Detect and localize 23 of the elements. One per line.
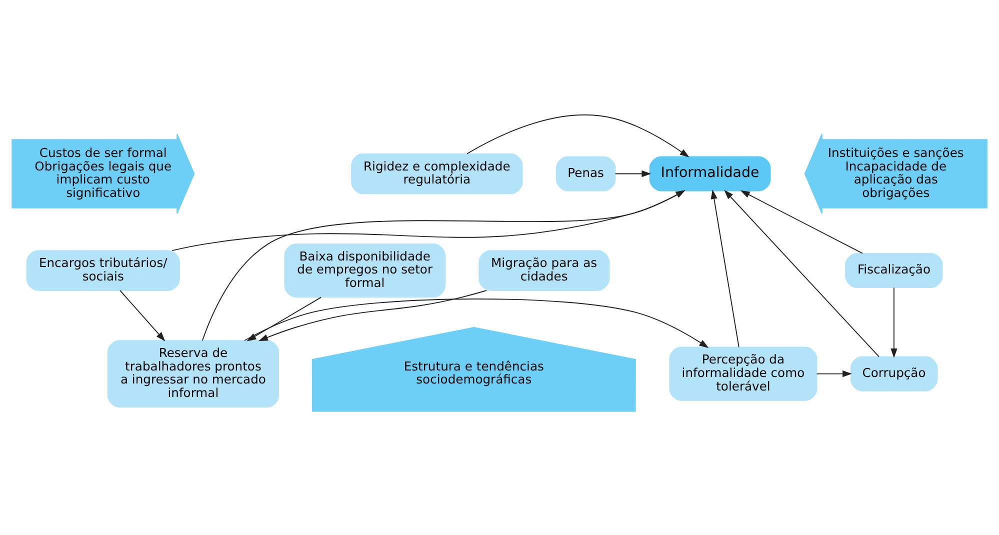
arrow <box>724 190 880 358</box>
arrow <box>172 190 686 251</box>
node-box: Encargos tributários/ sociais <box>26 250 180 291</box>
node-box: Percepção da informalidade como tolerável <box>669 346 818 401</box>
node-box: Fiscalização <box>845 252 943 288</box>
arrow <box>890 287 898 358</box>
arrow <box>614 170 652 178</box>
arrow <box>202 190 686 341</box>
node-box: Baixa disponibilidade de empregos no setor formal <box>284 243 446 298</box>
node-box: Rigidez e complexidade regulatória <box>351 153 523 194</box>
arrow <box>816 370 852 378</box>
node-box: Penas <box>556 156 616 192</box>
arrow <box>710 190 740 348</box>
node-box: Reserva de trabalhadores prontos a ingressar no mercado informal <box>107 340 280 408</box>
arrow <box>466 114 690 158</box>
node-box: Migração para as cidades <box>478 250 610 291</box>
arrow <box>246 296 322 342</box>
node-box: Informalidade <box>649 156 771 192</box>
node-box: Corrupção <box>850 356 938 392</box>
arrow <box>120 290 166 342</box>
arrow <box>258 290 487 342</box>
arrow <box>740 190 863 254</box>
arrow <box>244 298 709 348</box>
